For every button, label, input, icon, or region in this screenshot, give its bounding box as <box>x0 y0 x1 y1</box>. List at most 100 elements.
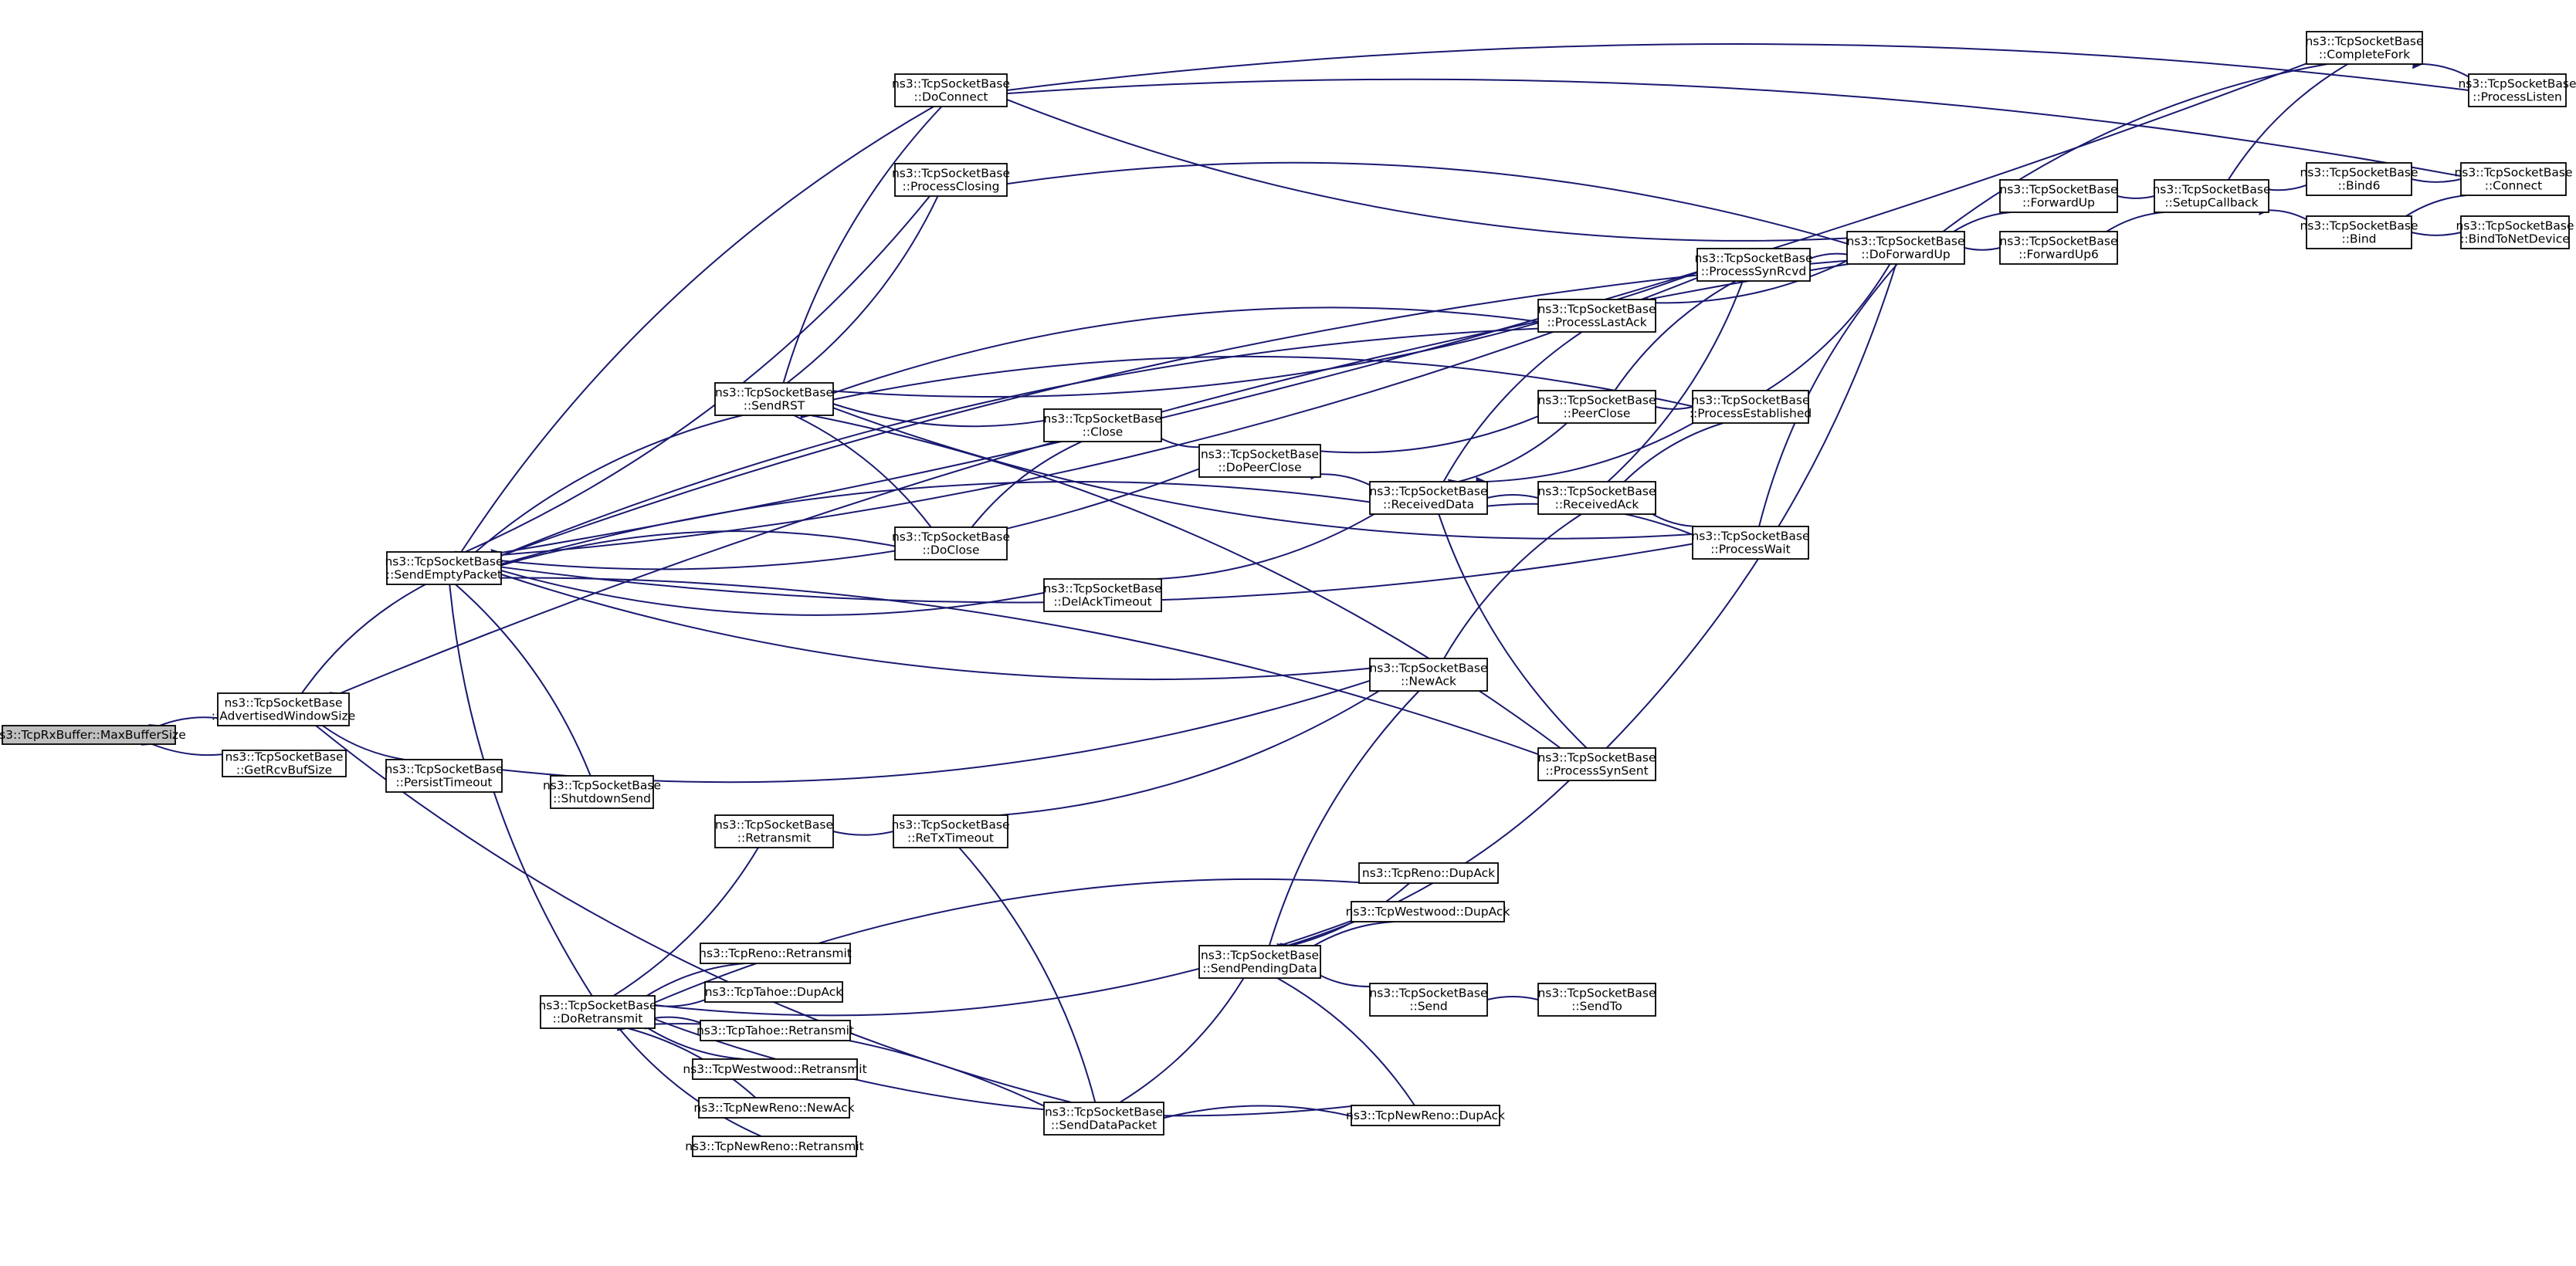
node-pest[interactable]: ns3::TcpSocketBase::ProcessEstablished <box>1690 390 1812 424</box>
node-sep[interactable]: ns3::TcpSocketBase::SendEmptyPacket <box>385 551 503 585</box>
node-label: ns3::TcpSocketBase <box>2458 77 2576 91</box>
node-label: ::PeerClose <box>1564 407 1631 421</box>
node-srst[interactable]: ns3::TcpSocketBase::SendRST <box>714 382 834 416</box>
node-box <box>1537 747 1656 781</box>
node-spd[interactable]: ns3::TcpSocketBase::SendPendingData <box>1198 945 1321 979</box>
node-label: ns3::TcpSocketBase <box>891 818 1009 832</box>
node-close[interactable]: ns3::TcpSocketBase::Close <box>1043 408 1162 442</box>
node-box <box>1537 299 1656 333</box>
node-renoR[interactable]: ns3::TcpReno::Retransmit <box>699 943 852 964</box>
node-box <box>714 382 834 416</box>
edge-tahoeR-to-dretx <box>644 1014 701 1025</box>
node-scb[interactable]: ns3::TcpSocketBase::SetupCallback <box>2152 179 2271 213</box>
node-label: ns3::TcpSocketBase <box>1999 235 2117 249</box>
node-sdp[interactable]: ns3::TcpSocketBase::SendDataPacket <box>1043 1102 1164 1136</box>
node-nrR[interactable]: ns3::TcpNewReno::Retransmit <box>685 1136 864 1157</box>
node-send[interactable]: ns3::TcpSocketBase::Send <box>1369 983 1488 1017</box>
node-dconn[interactable]: ns3::TcpSocketBase::DoConnect <box>892 73 1010 107</box>
node-root[interactable]: ns3::TcpRxBuffer::MaxBufferSize <box>0 725 186 745</box>
node-label: ns3::TcpSocketBase <box>1999 183 2117 197</box>
node-label: ::DoRetransmit <box>553 1012 643 1026</box>
node-sendto[interactable]: ns3::TcpSocketBase::SendTo <box>1537 983 1656 1017</box>
edge-pclose-to-rd <box>1447 422 1568 490</box>
edge-bind-to-scb <box>2259 205 2307 221</box>
node-tahoeD[interactable]: ns3::TcpTahoe::DupAck <box>704 981 843 1003</box>
edge-close-to-srst <box>822 395 1045 428</box>
node-label: ::CompleteFork <box>2319 48 2410 62</box>
node-nrD[interactable]: ns3::TcpNewReno::DupAck <box>1346 1105 1505 1126</box>
node-ssend[interactable]: ns3::TcpSocketBase::ShutdownSend <box>543 775 661 809</box>
node-box <box>1696 248 1811 282</box>
edge-dat-to-rd <box>1157 504 1386 580</box>
node-pclose[interactable]: ns3::TcpSocketBase::PeerClose <box>1537 390 1656 424</box>
edge-pest-to-pclose <box>1645 399 1693 410</box>
node-connect[interactable]: ns3::TcpSocketBase::Connect <box>2454 162 2573 196</box>
node-box <box>1537 983 1656 1017</box>
node-renoD[interactable]: ns3::TcpReno::DupAck <box>1358 862 1499 884</box>
node-dretx[interactable]: ns3::TcpSocketBase::DoRetransmit <box>538 995 657 1029</box>
node-psr[interactable]: ns3::TcpSocketBase::ProcessSynRcvd <box>1694 248 1813 282</box>
node-pt[interactable]: ns3::TcpSocketBase::PersistTimeout <box>385 759 503 793</box>
node-rack[interactable]: ns3::TcpSocketBase::ReceivedAck <box>1537 481 1656 515</box>
node-label: ns3::TcpSocketBase <box>1694 252 1812 266</box>
node-box <box>893 814 1008 848</box>
node-westD[interactable]: ns3::TcpWestwood::DupAck <box>1346 901 1510 922</box>
node-pwait[interactable]: ns3::TcpSocketBase::ProcessWait <box>1691 526 1810 560</box>
edge-dclose-to-srst <box>782 406 932 528</box>
edge-srst-to-sep <box>464 415 743 563</box>
edge-dclose-to-sep <box>490 530 896 574</box>
node-box <box>714 814 834 848</box>
node-label: ns3::TcpSocketBase <box>2300 219 2418 233</box>
edge-pest-to-srst <box>822 355 1693 408</box>
node-fu6[interactable]: ns3::TcpSocketBase::ForwardUp6 <box>1999 231 2118 265</box>
node-westR[interactable]: ns3::TcpWestwood::Retransmit <box>683 1058 867 1080</box>
node-label: ns3::TcpSocketBase <box>1846 235 1964 249</box>
edge-retr-to-dretx <box>602 847 759 1006</box>
node-retr[interactable]: ns3::TcpSocketBase::Retransmit <box>714 814 834 848</box>
node-rd[interactable]: ns3::TcpSocketBase::ReceivedData <box>1369 481 1488 515</box>
node-label: ns3::TcpNewReno::DupAck <box>1346 1109 1505 1122</box>
node-label: ::ProcessClosing <box>903 180 1000 194</box>
node-fu[interactable]: ns3::TcpSocketBase::ForwardUp <box>1999 179 2118 213</box>
node-nrNA[interactable]: ns3::TcpNewReno::NewAck <box>693 1097 855 1119</box>
node-label: ns3::TcpSocketBase <box>385 555 503 569</box>
node-rtxto[interactable]: ns3::TcpSocketBase::ReTxTimeout <box>891 814 1010 848</box>
node-dat[interactable]: ns3::TcpSocketBase::DelAckTimeout <box>1043 578 1162 612</box>
node-btnd[interactable]: ns3::TcpSocketBase::BindToNetDevice <box>2456 215 2574 249</box>
node-cfork[interactable]: ns3::TcpSocketBase::CompleteFork <box>2305 31 2424 65</box>
node-bind6[interactable]: ns3::TcpSocketBase::Bind6 <box>2300 162 2418 196</box>
node-bind[interactable]: ns3::TcpSocketBase::Bind <box>2300 215 2418 249</box>
edge-dfu-to-pwait <box>1751 263 1898 537</box>
node-label: ns3::TcpReno::DupAck <box>1362 866 1495 880</box>
edge-pss-to-sep <box>491 572 1539 756</box>
node-box <box>2 725 176 745</box>
node-pclos[interactable]: ns3::TcpSocketBase::ProcessClosing <box>892 163 1010 197</box>
node-label: ::DelAckTimeout <box>1053 595 1151 609</box>
node-label: ::Retransmit <box>737 831 811 845</box>
node-dclose[interactable]: ns3::TcpSocketBase::DoClose <box>892 526 1010 560</box>
node-label: ns3::TcpSocketBase <box>1537 394 1656 408</box>
node-box <box>2306 215 2412 249</box>
edge-psr-to-pclose <box>1605 280 1737 402</box>
node-label: ::ProcessLastAck <box>1547 316 1646 330</box>
node-plack[interactable]: ns3::TcpSocketBase::ProcessLastAck <box>1537 299 1656 333</box>
node-grbs[interactable]: ns3::TcpSocketBase::GetRcvBufSize <box>222 750 347 777</box>
node-label: ::ReceivedData <box>1383 498 1474 512</box>
node-box <box>1369 481 1488 515</box>
node-dpc[interactable]: ns3::TcpSocketBase::DoPeerClose <box>1198 444 1321 478</box>
node-dfu[interactable]: ns3::TcpSocketBase::DoForwardUp <box>1846 231 1965 265</box>
node-newack[interactable]: ns3::TcpSocketBase::NewAck <box>1369 658 1488 692</box>
node-box <box>692 1136 857 1157</box>
node-label: ::AdvertisedWindowSize <box>212 709 355 723</box>
node-label: ns3::TcpSocketBase <box>1369 987 1487 1000</box>
node-plist[interactable]: ns3::TcpSocketBase::ProcessListen <box>2458 73 2576 107</box>
nodes: ns3::TcpRxBuffer::MaxBufferSizens3::TcpS… <box>0 31 2576 1157</box>
edge-nrD-to-sdp <box>1153 1105 1352 1126</box>
node-tahoeR[interactable]: ns3::TcpTahoe::Retransmit <box>697 1020 854 1041</box>
node-pss[interactable]: ns3::TcpSocketBase::ProcessSynSent <box>1537 747 1656 781</box>
node-aws[interactable]: ns3::TcpSocketBase::AdvertisedWindowSize <box>212 692 355 726</box>
edge-btnd-to-bind <box>2401 225 2462 236</box>
node-label: ns3::TcpSocketBase <box>892 530 1010 544</box>
node-label: ns3::TcpSocketBase <box>1537 485 1656 499</box>
